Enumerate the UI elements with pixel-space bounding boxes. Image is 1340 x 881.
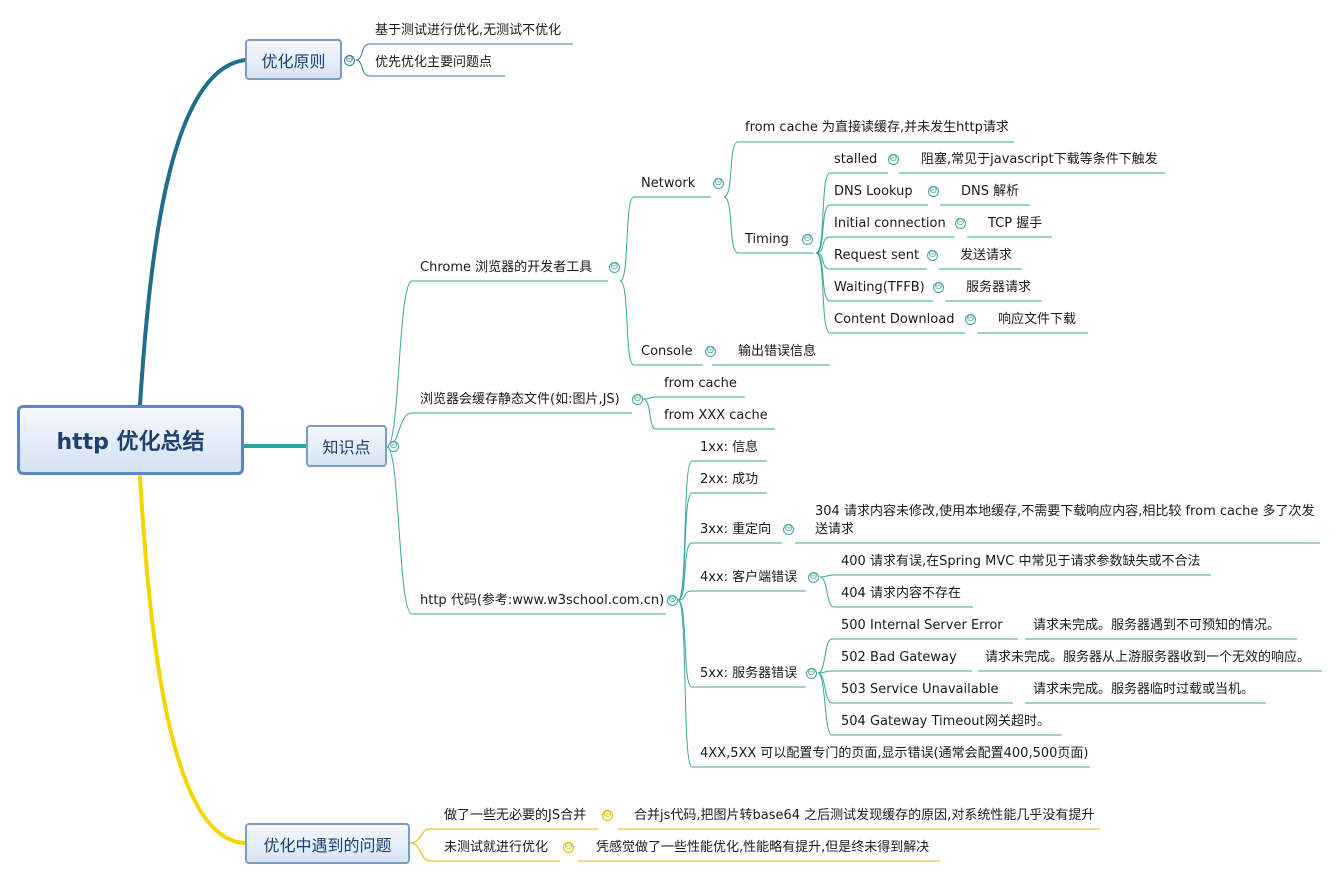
console-desc[interactable]: 输出错误信息 — [738, 344, 817, 359]
principle-item[interactable]: 优先优化主要问题点 — [375, 55, 493, 70]
branch-line-principle — [138, 58, 247, 407]
code-2xx[interactable]: 2xx: 成功 — [700, 472, 759, 487]
timing-item-key[interactable]: Request sent — [834, 248, 920, 263]
branch-knowledge-node[interactable]: 知识点 — [306, 425, 387, 467]
code-3xx[interactable]: 3xx: 重定向 — [700, 522, 772, 537]
root-node[interactable]: http 优化总结 — [17, 405, 244, 475]
code-4xx-item[interactable]: 400 请求有误,在Spring MVC 中常见于请求参数缺失或不合法 — [841, 554, 1201, 569]
timing-item-desc[interactable]: TCP 握手 — [988, 216, 1043, 231]
cache-item[interactable]: from XXX cache — [664, 408, 768, 423]
timing-item-desc[interactable]: 发送请求 — [960, 248, 1013, 263]
collapse-toggle-icon[interactable]: ⊖ — [808, 571, 819, 583]
browser-cache-node[interactable]: 浏览器会缓存静态文件(如:图片,JS) — [420, 392, 620, 407]
collapse-toggle-icon[interactable]: ⊖ — [955, 217, 966, 229]
timing-item-key[interactable]: Initial connection — [834, 216, 946, 231]
collapse-toggle-icon[interactable]: ⊖ — [632, 393, 643, 405]
collapse-toggle-icon[interactable]: ⊖ — [344, 54, 355, 66]
code-5xx-item[interactable]: 500 Internal Server Error — [841, 618, 1003, 633]
chrome-devtools-node[interactable]: Chrome 浏览器的开发者工具 — [420, 260, 593, 275]
collapse-toggle-icon[interactable]: ⊖ — [713, 177, 724, 189]
timing-item-key[interactable]: Waiting(TFFB) — [834, 280, 925, 295]
collapse-toggle-icon[interactable]: ⊖ — [927, 249, 938, 261]
code-5xx-desc[interactable]: 网关超时。 — [985, 714, 1051, 729]
timing-node[interactable]: Timing — [745, 232, 789, 247]
branch-problems-node[interactable]: 优化中遇到的问题 — [245, 823, 410, 864]
collapse-toggle-icon[interactable]: ⊖ — [667, 594, 678, 606]
collapse-toggle-icon[interactable]: ⊖ — [928, 185, 939, 197]
collapse-toggle-icon[interactable]: ⊖ — [388, 440, 399, 452]
code-1xx[interactable]: 1xx: 信息 — [700, 440, 759, 455]
code-4xx[interactable]: 4xx: 客户端错误 — [700, 570, 798, 585]
from-cache-note[interactable]: from cache 为直接读缓存,并未发生http请求 — [745, 120, 1009, 135]
code-5xx-desc[interactable]: 请求未完成。服务器临时过载或当机。 — [1033, 682, 1255, 697]
collapse-toggle-icon[interactable]: ⊖ — [783, 523, 794, 535]
network-node[interactable]: Network — [641, 176, 696, 191]
timing-item-desc[interactable]: 阻塞,常见于javascript下载等条件下触发 — [921, 152, 1158, 167]
problem-item[interactable]: 做了一些无必要的JS合并 — [444, 808, 587, 823]
code-4xx-item[interactable]: 404 请求内容不存在 — [841, 586, 961, 601]
http-code-node[interactable]: http 代码(参考:www.w3school.com.cn) — [420, 593, 665, 608]
branch-line-problems — [138, 475, 247, 845]
branch-principle-node[interactable]: 优化原则 — [245, 39, 342, 80]
timing-item-key[interactable]: stalled — [834, 152, 878, 167]
timing-item-key[interactable]: Content Download — [834, 312, 955, 327]
collapse-toggle-icon[interactable]: ⊖ — [705, 345, 716, 357]
console-node[interactable]: Console — [641, 344, 693, 359]
code-5xx-item[interactable]: 502 Bad Gateway — [841, 650, 957, 665]
collapse-toggle-icon[interactable]: ⊖ — [609, 261, 620, 273]
code-5xx-item[interactable]: 504 Gateway Timeout — [841, 714, 985, 729]
error-page-note[interactable]: 4XX,5XX 可以配置专门的页面,显示错误(通常会配置400,500页面) — [700, 746, 1089, 761]
problem-item[interactable]: 未测试就进行优化 — [444, 840, 549, 855]
collapse-toggle-icon[interactable]: ⊖ — [563, 841, 574, 853]
timing-item-key[interactable]: DNS Lookup — [834, 184, 913, 199]
code-5xx-item[interactable]: 503 Service Unavailable — [841, 682, 999, 697]
code-5xx-desc[interactable]: 请求未完成。服务器从上游服务器收到一个无效的响应。 — [985, 650, 1311, 665]
problem-desc[interactable]: 合并js代码,把图片转base64 之后测试发现缓存的原因,对系统性能几乎没有提… — [634, 808, 1095, 823]
collapse-toggle-icon[interactable]: ⊖ — [806, 667, 817, 679]
collapse-toggle-icon[interactable]: ⊖ — [602, 809, 613, 821]
collapse-toggle-icon[interactable]: ⊖ — [965, 313, 976, 325]
collapse-toggle-icon[interactable]: ⊖ — [888, 153, 899, 165]
timing-item-desc[interactable]: 服务器请求 — [966, 280, 1032, 295]
cache-item[interactable]: from cache — [664, 376, 737, 391]
code-3xx-desc[interactable]: 304 请求内容未修改,使用本地缓存,不需要下载响应内容,相比较 from ca… — [815, 504, 1315, 537]
collapse-toggle-icon[interactable]: ⊖ — [933, 281, 944, 293]
principle-item[interactable]: 基于测试进行优化,无测试不优化 — [375, 23, 562, 38]
collapse-toggle-icon[interactable]: ⊖ — [802, 233, 813, 245]
timing-item-desc[interactable]: DNS 解析 — [961, 184, 1020, 199]
code-5xx[interactable]: 5xx: 服务器错误 — [700, 666, 798, 681]
timing-item-desc[interactable]: 响应文件下载 — [998, 312, 1077, 327]
code-5xx-desc[interactable]: 请求未完成。服务器遇到不可预知的情况。 — [1033, 618, 1281, 633]
problem-desc[interactable]: 凭感觉做了一些性能优化,性能略有提升,但是终未得到解决 — [596, 840, 930, 855]
